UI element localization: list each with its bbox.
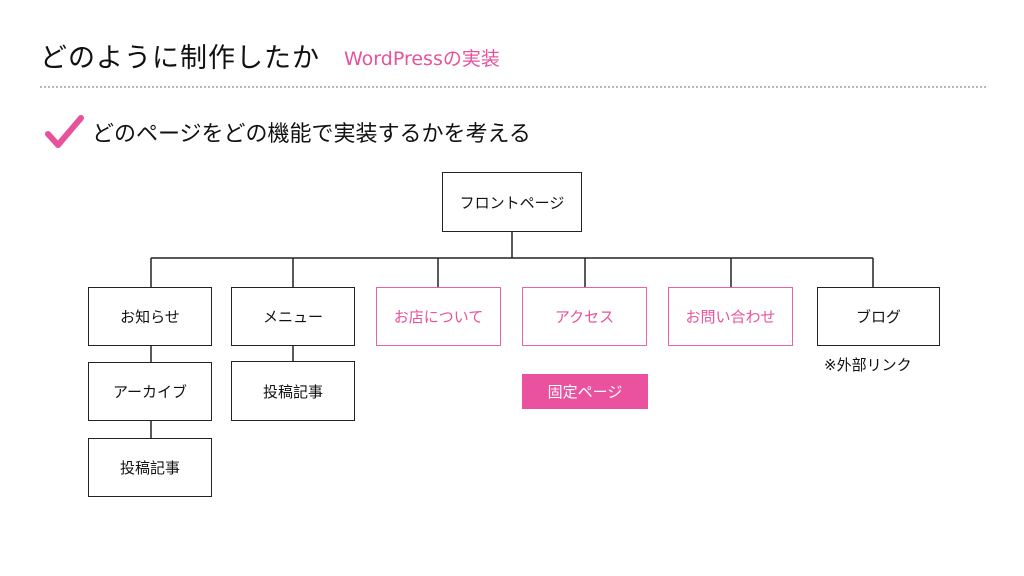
node-news: お知らせ: [88, 287, 212, 346]
checkmark-icon: [45, 115, 84, 148]
external-link-note: ※外部リンク: [824, 356, 912, 374]
node-menu-post: 投稿記事: [231, 361, 355, 421]
node-contact: お問い合わせ: [668, 287, 793, 346]
node-archive: アーカイブ: [88, 362, 212, 421]
node-about-shop: お店について: [376, 287, 501, 346]
node-blog: ブログ: [817, 287, 940, 346]
node-menu: メニュー: [231, 287, 355, 346]
node-access: アクセス: [522, 287, 647, 346]
legend-fixed-page: 固定ページ: [522, 374, 648, 409]
node-front-page: フロントページ: [442, 172, 582, 232]
node-news-post: 投稿記事: [88, 438, 212, 497]
lead-text: どのページをどの機能で実装するかを考える: [92, 122, 531, 147]
page-title: どのように制作したか: [40, 43, 320, 74]
page-subtitle: WordPressの実装: [344, 48, 500, 70]
dotted-divider: [40, 86, 986, 88]
